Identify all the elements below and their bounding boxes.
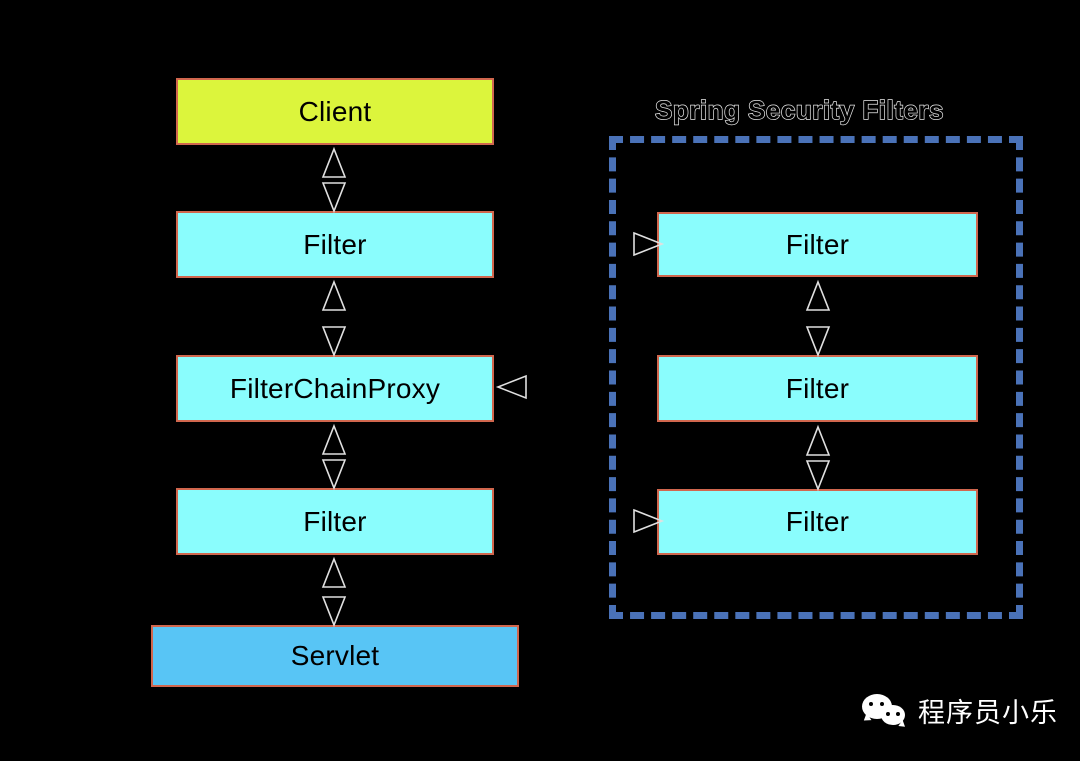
- watermark-text: 程序员小乐: [918, 698, 1058, 728]
- arrow-group-filter3-in-right: [633, 508, 665, 534]
- arrow-filter-to-servlet-up: [321, 556, 347, 588]
- node-servlet: Servlet: [151, 625, 519, 687]
- node-client: Client: [176, 78, 494, 145]
- arrow-filter-to-proxy-up: [321, 279, 347, 311]
- arrow-proxy-to-group-left: [495, 374, 527, 400]
- arrow-group-filter1-to-filter2-down: [805, 326, 831, 358]
- arrow-client-to-filter-down: [321, 182, 347, 214]
- wechat-icon: [862, 693, 908, 729]
- node-filter-chain-proxy: FilterChainProxy: [176, 355, 494, 422]
- node-filter-top: Filter: [176, 211, 494, 278]
- arrow-client-to-filter-up: [321, 146, 347, 178]
- arrow-filter-to-servlet-down: [321, 596, 347, 628]
- arrow-proxy-to-filter-up: [321, 423, 347, 455]
- arrow-group-filter2-to-filter3-down: [805, 460, 831, 492]
- node-group-filter-3: Filter: [657, 489, 978, 555]
- arrow-proxy-to-filter-down: [321, 459, 347, 491]
- node-group-filter-2: Filter: [657, 355, 978, 422]
- group-box-spring-security-filters: [609, 136, 1023, 619]
- arrow-filter-to-proxy-down: [321, 326, 347, 358]
- arrow-group-filter1-in-right: [633, 231, 665, 257]
- node-filter-bottom: Filter: [176, 488, 494, 555]
- arrow-group-filter2-to-filter3-up: [805, 424, 831, 456]
- arrow-group-filter1-to-filter2-up: [805, 279, 831, 311]
- group-title-spring-security-filters: Spring Security Filters: [654, 94, 944, 125]
- watermark: 程序员小乐: [862, 691, 1058, 730]
- node-group-filter-1: Filter: [657, 212, 978, 277]
